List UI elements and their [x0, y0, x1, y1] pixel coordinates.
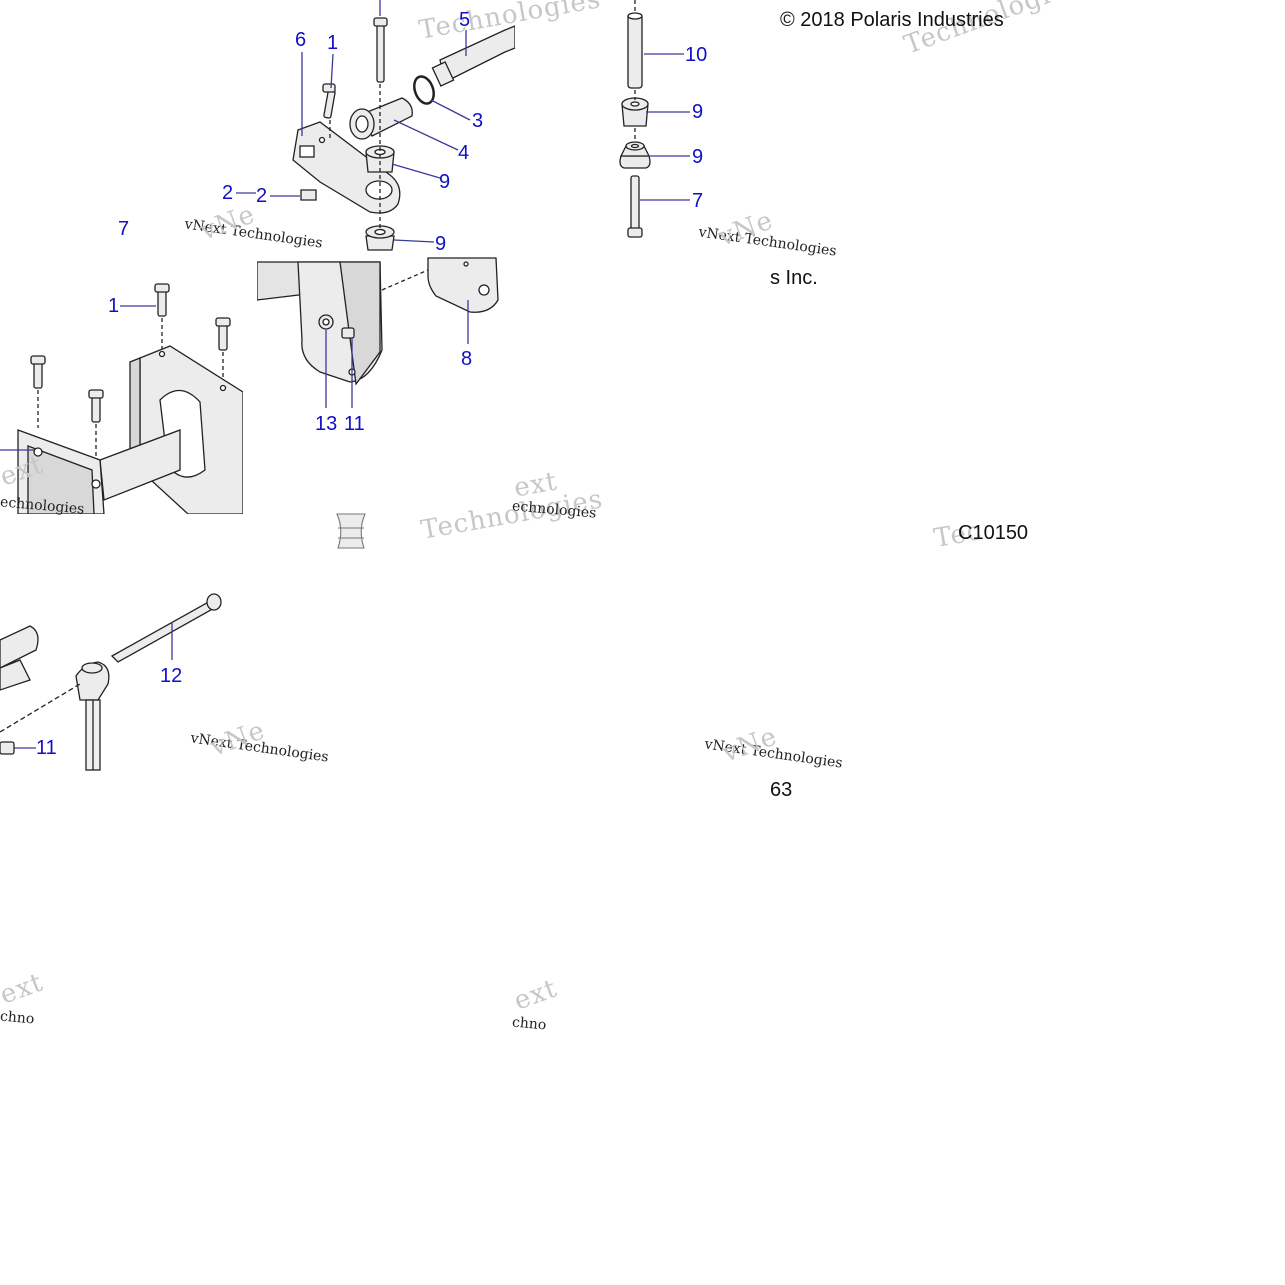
callout-2: 2: [256, 185, 268, 207]
callout-1: 1: [108, 295, 120, 317]
callout-9: 9: [439, 171, 451, 193]
callout-11: 11: [36, 737, 57, 759]
figure-code: C10150: [958, 522, 1029, 544]
frame-bracket-drawing: [0, 283, 243, 514]
callout-1: 1: [327, 32, 339, 54]
callout-13: 13: [315, 413, 338, 435]
side-plate-drawing: [257, 257, 499, 408]
bracket-assembly-drawing: [236, 0, 515, 251]
copyright-notice: © 2018 Polaris Industries: [780, 9, 1004, 31]
callout-11: 11: [344, 413, 365, 435]
callout-7: 7: [692, 190, 704, 212]
callout-10: 10: [685, 44, 708, 66]
copyright-notice-tail: s Inc.: [770, 267, 818, 289]
mount-stack-drawing: [619, 0, 690, 238]
bushing-fragment-drawing: [336, 513, 366, 549]
callout-9: 9: [692, 101, 704, 123]
callout-6: 6: [295, 29, 307, 51]
callout-3: 3: [472, 110, 484, 132]
callout-4: 4: [458, 142, 470, 164]
callout-5: 5: [459, 9, 471, 31]
callout-2: 2: [222, 182, 234, 204]
long-bolt-drawing: [0, 593, 222, 771]
callout-12: 12: [160, 665, 183, 687]
callout-9: 9: [435, 233, 447, 255]
figure-code-tail: 63: [770, 779, 793, 801]
callout-9: 9: [692, 146, 704, 168]
callout-7: 7: [118, 218, 130, 240]
callout-8: 8: [461, 348, 473, 370]
